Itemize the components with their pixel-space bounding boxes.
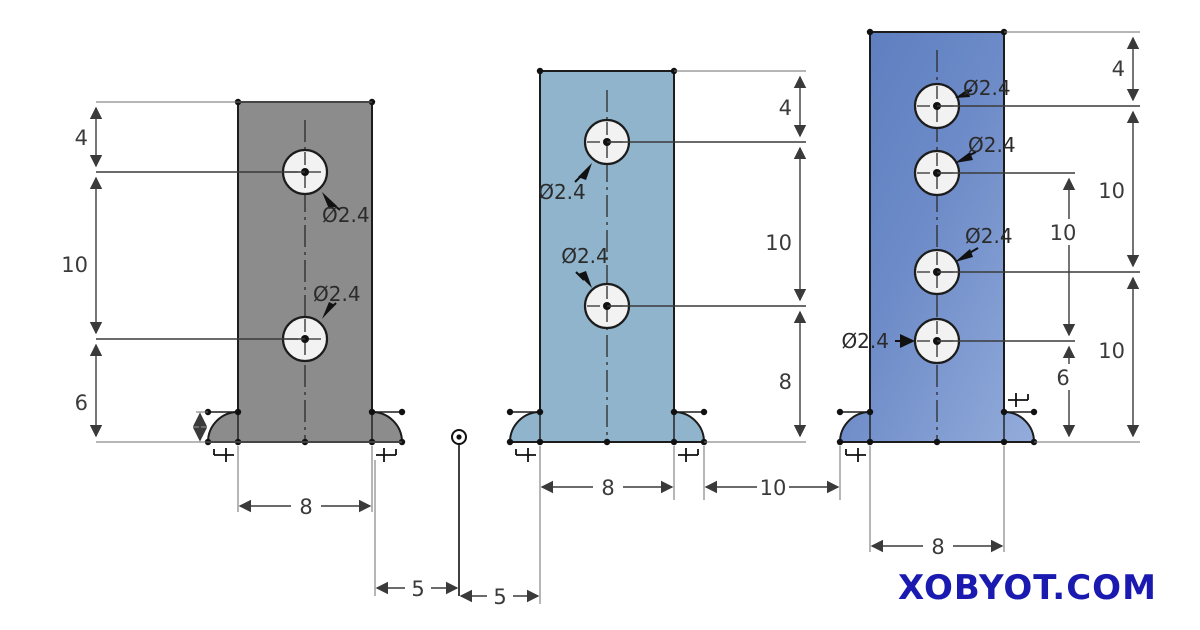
dim-middle-8: 8: [779, 370, 792, 394]
hole-label-left-1: Ø2.4: [322, 203, 370, 227]
dim-middle-width-8: 8: [601, 476, 614, 500]
dim-base-5-left: 5: [411, 577, 424, 601]
fillet-dim-left: [192, 411, 208, 443]
hole-label-right-3: Ø2.4: [965, 224, 1013, 248]
hole-label-left-2: Ø2.4: [313, 282, 361, 306]
dim-right-6: 6: [1056, 366, 1069, 390]
hole-label-right-1: Ø2.4: [963, 76, 1011, 100]
fillet-marker-left-2: [376, 448, 397, 462]
baseline-dim-right-5: 5: [459, 460, 541, 609]
dim-right-4: 4: [1112, 57, 1125, 81]
site-watermark: XOBYOT.COM: [898, 568, 1157, 608]
dim-right-10c: 10: [1050, 221, 1077, 245]
gap-dim-10: 10: [703, 446, 841, 500]
hole-label-middle-1: Ø2.4: [538, 180, 586, 204]
view-middle-light-blue-plate: Ø2.4 Ø2.4 4 10 8: [506, 67, 841, 500]
dim-middle-4: 4: [779, 96, 792, 120]
dim-base-5-right: 5: [493, 585, 506, 609]
dim-left-6: 6: [75, 391, 88, 415]
width-dim-left: 8: [237, 446, 373, 519]
dim-gap-10: 10: [760, 476, 787, 500]
leader-arrow-right-1: [955, 89, 970, 98]
dimension-chain-left: 4 10 6: [61, 101, 402, 443]
sketch-origin: [451, 429, 467, 596]
leader-arrow-right-3: [955, 249, 973, 262]
dim-left-4: 4: [75, 126, 88, 150]
leader-arrow-right-4: [900, 334, 915, 348]
fillet-marker-left-1: [213, 448, 234, 462]
dim-middle-10: 10: [765, 231, 792, 255]
dim-right-width-8: 8: [931, 535, 944, 559]
dim-right-10b: 10: [1098, 339, 1125, 363]
hole-label-right-4: Ø2.4: [841, 329, 889, 353]
dim-left-10: 10: [61, 253, 88, 277]
view-right-blue-plate: Ø2.4 Ø2.4 Ø2.4: [836, 28, 1140, 559]
width-dim-right: 8: [869, 446, 1005, 559]
hole-label-middle-2: Ø2.4: [561, 244, 609, 268]
width-dim-middle: 8: [539, 446, 675, 500]
dimension-chain-right-inner: 10 6: [937, 172, 1080, 438]
fillet-marker-right-2: [1008, 393, 1029, 407]
view-left-gray-plate: Ø2.4 Ø2.4 4 10 6: [61, 98, 406, 519]
dim-right-10a: 10: [1098, 179, 1125, 203]
fillet-marker-middle-1: [515, 448, 536, 462]
dim-left-width-8: 8: [299, 495, 312, 519]
fillet-marker-middle-2: [678, 448, 699, 462]
hole-label-right-2: Ø2.4: [968, 133, 1016, 157]
leader-arrow-middle-2: [578, 271, 592, 288]
fillet-marker-right-1: [845, 448, 866, 462]
baseline-dim-left-5: 5: [374, 460, 459, 601]
dimension-chain-middle: 4 10 8: [607, 70, 807, 443]
dimension-chain-right-outer: 4 10 10: [937, 31, 1140, 443]
